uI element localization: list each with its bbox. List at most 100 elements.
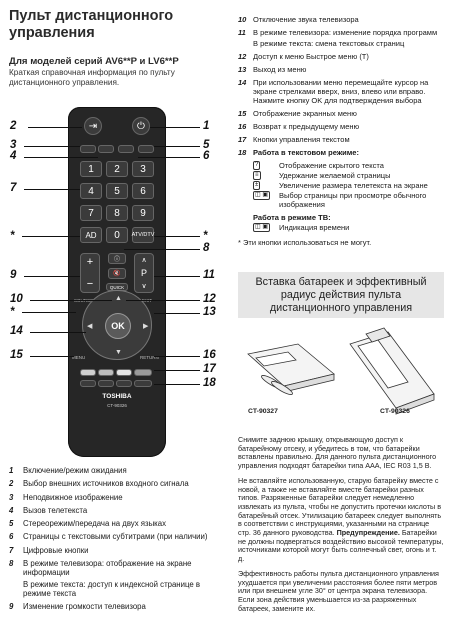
legend-text: Доступ к меню Быстрое меню (T) (253, 52, 369, 61)
volume-plus: + (86, 256, 94, 268)
legend-num: 2 (9, 479, 14, 489)
stereo-button (138, 145, 154, 153)
legend-num: 3 (9, 492, 14, 502)
leader-line (154, 384, 200, 385)
volume-minus: − (86, 278, 94, 290)
legend-text: Изменение громкости телевизора (23, 602, 146, 612)
legend-num: 4 (9, 505, 14, 515)
legend-item: 12 Доступ к меню Быстрое меню (T) (238, 52, 444, 61)
leader-line (24, 157, 98, 158)
callout-14: 14 (10, 325, 23, 337)
callout-11: 11 (203, 269, 215, 281)
key-2: 2 (106, 161, 128, 177)
legend-text: Цифровые кнопки (23, 545, 89, 555)
key-3: 3 (132, 161, 154, 177)
timetext-icon: ◫ ▣ (253, 191, 271, 200)
legend-text: Кнопки управления текстом (253, 135, 350, 144)
battery-warning: Предупреждение. (336, 528, 400, 538)
legend-num: 9 (9, 602, 14, 612)
leader-line (154, 356, 200, 357)
caption-ct90327: CT-90327 (248, 408, 278, 415)
battery-paragraph-1: Снимите заднюю крышку, открывающую досту… (238, 435, 437, 471)
mute-button: 🔇 (108, 268, 126, 279)
callout-18: 18 (203, 377, 216, 389)
key-5: 5 (106, 183, 128, 199)
tv-mode-desc: Индикация времени (279, 223, 350, 232)
key-1: 1 (80, 161, 102, 177)
legend-text: Выход из меню (253, 65, 307, 74)
callout-8: 8 (203, 242, 210, 254)
leader-line (24, 189, 80, 190)
hold-button (98, 380, 114, 387)
legend-text: Включение/режим ожидания (23, 466, 127, 475)
legend-num: 5 (9, 519, 14, 529)
text-button (98, 145, 114, 153)
callout-7: 7 (10, 182, 17, 194)
battery-illustration: CT-90327 CT-90326 (238, 322, 444, 422)
green-button (98, 369, 114, 376)
battery-instructions: Снимите заднюю крышку, открывающую досту… (238, 435, 444, 619)
legend-item: 9 Изменение громкости телевизора (9, 602, 229, 611)
key-7: 7 (80, 205, 102, 221)
text-mode-item: ◫ ▣ Выбор страницы при просмотре обычного… (253, 191, 444, 209)
arrow-right-icon: ▶ (143, 323, 149, 330)
timetext-icon: ◫ ▣ (253, 223, 271, 232)
atv-dtv-button: ATV/DTV (132, 227, 154, 243)
leader-line (28, 127, 82, 128)
legend-num: 14 (238, 78, 247, 87)
leader-line (154, 236, 200, 237)
leader-line (154, 313, 200, 314)
callout-source: * (10, 306, 15, 318)
legend-subtext: В режиме текста: доступ к индексной стра… (23, 579, 200, 598)
leader-line (154, 146, 200, 147)
arrow-down-icon: ▼ (115, 349, 122, 356)
legend-subtext: В режиме текста: смена текстовых страниц (253, 39, 405, 48)
reveal-icon: ? (253, 161, 261, 170)
arrow-left-icon: ◀ (87, 323, 93, 330)
ad-button: AD (80, 227, 102, 243)
timetext-button (134, 380, 152, 387)
leader-line (24, 146, 80, 147)
legend-num: 12 (238, 52, 247, 61)
callout-17: 17 (203, 363, 216, 375)
leader-line (150, 127, 200, 128)
leader-line (24, 276, 80, 277)
arrow-up-icon: ▲ (115, 295, 122, 302)
legend-text: Вызов телетекста (23, 505, 88, 515)
callout-9: 9 (10, 269, 17, 281)
text-mode-desc: Увеличение размера телетекста на экране (279, 181, 428, 190)
text-mode-item: ?Отображение скрытого текста (253, 161, 444, 170)
page-title: Пульт дистанционного управления (9, 8, 174, 41)
text-mode-desc: Выбор страницы при просмотре обычного из… (279, 191, 427, 209)
legend-num: 10 (238, 15, 247, 24)
program-up-icon: ∧ (141, 257, 147, 264)
leader-line (124, 249, 200, 250)
ok-button: OK (105, 313, 131, 339)
volume-rocker: + − (80, 253, 100, 293)
legend-text: Работа в текстовом режиме: (253, 148, 359, 157)
info-button: ⓘ (108, 253, 126, 264)
input-icon: ⇥ (84, 117, 102, 135)
key-0: 0 (106, 227, 128, 243)
freeze-button (80, 145, 96, 153)
leader-line (154, 276, 200, 277)
battery-paragraph-2: Не вставляйте использованную, старую бат… (238, 476, 444, 564)
legend-text: В режиме телевизора: отображение на экра… (23, 559, 192, 578)
callout-4: 4 (10, 150, 17, 162)
legend-text: При использовании меню перемещайте курсо… (253, 78, 429, 105)
program-rocker: ∧ P ∨ (134, 253, 154, 293)
remote-diagram: ⇥ ⏻ 1 2 3 4 5 6 7 8 9 AD 0 ATV/DTV + − ⓘ… (0, 105, 232, 460)
text-mode-item: ±Увеличение размера телетекста на экране (253, 181, 444, 190)
tv-mode-item: ◫ ▣ Индикация времени (253, 223, 444, 232)
navigation-pad: ▲ ▼ ◀ ▶ OK (82, 290, 152, 360)
